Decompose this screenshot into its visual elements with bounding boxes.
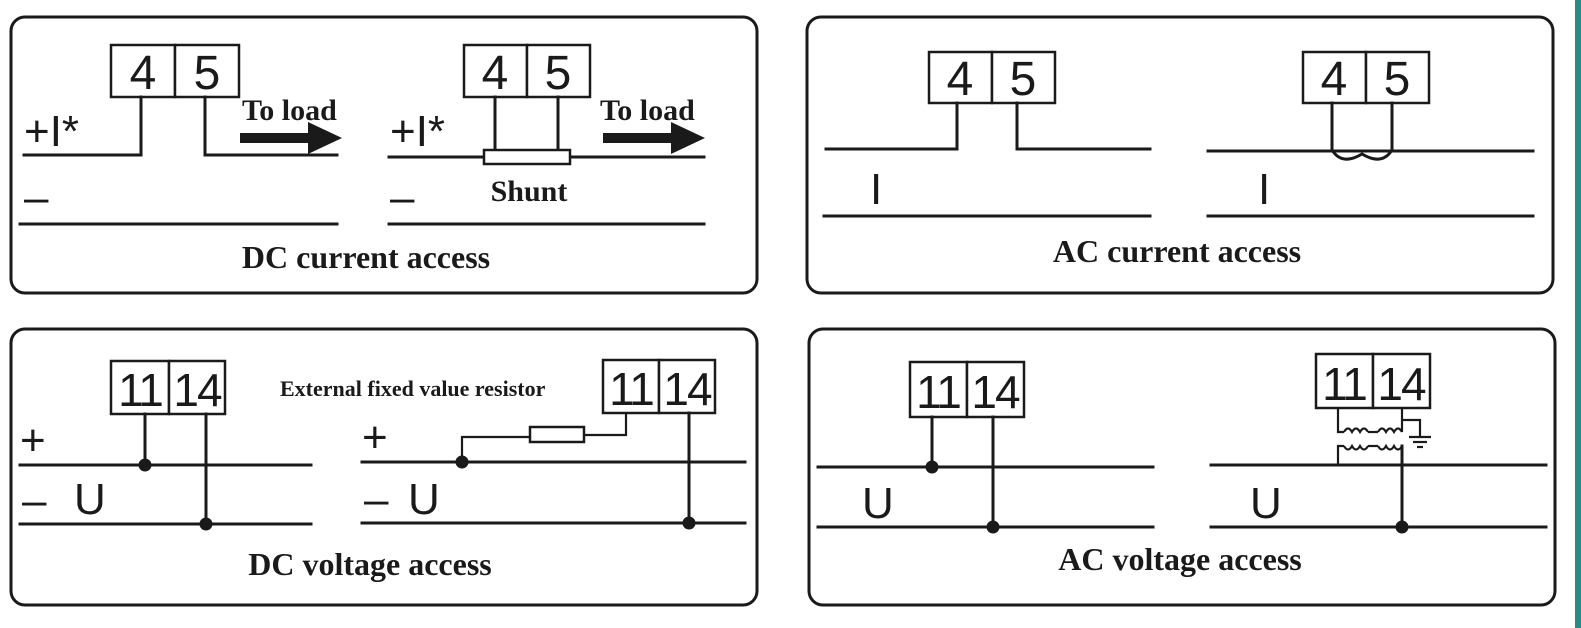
terminal-14-label: 14 [971,366,1020,418]
external-resistor [528,425,586,444]
terminal-box-11 [109,359,171,416]
wire-resistor-out [584,413,628,437]
terminal-4-label: 4 [130,47,157,100]
terminal-11-label: 11 [1322,358,1366,410]
voltage-label: U [74,475,106,524]
to-load-label: To load [600,94,695,127]
dc-voltage-resistor: 11 14 + – U External fixed value resisto… [280,358,747,530]
to-load-label: To load [242,94,337,127]
junction-dot [986,520,1000,534]
current-label: I [870,165,882,214]
caption-dc-current: DC current access [242,239,490,275]
dc-voltage-direct: 11 14 + – U [18,359,313,531]
junction-dot [138,458,152,472]
ac-current-ct: 4 5 I [1206,50,1535,218]
current-transformer-loop [1330,101,1394,161]
panel-dc-current-frame [9,15,759,295]
panel-dc-voltage: 11 14 + – U 11 14 + – U [9,327,759,607]
resistor-label: External fixed value resistor [280,376,546,401]
terminal-4-label: 4 [482,47,509,100]
caption-ac-voltage: AC voltage access [1058,541,1301,577]
panel-ac-current: 4 5 I 4 5 I AC current access [805,15,1555,295]
junction-dot [925,460,939,474]
wire-line-out [1015,101,1152,151]
terminal-box-4 [109,43,177,99]
minus-label: – [24,173,49,222]
caption-ac-current: AC current access [1053,233,1301,269]
panel-ac-voltage: 11 14 U 11 14 [807,327,1557,607]
terminal-14-label: 14 [1377,358,1426,410]
terminal-11-label: 11 [118,364,162,416]
shunt-label: Shunt [491,175,568,208]
junction-dot [682,516,696,530]
plus-current-label: +I* [390,107,445,156]
terminal-box-14 [167,359,227,416]
terminal-4-label: 4 [1321,53,1348,106]
voltage-label: U [862,479,894,528]
terminal-box-4 [927,50,994,105]
terminal-14-label: 14 [663,363,712,415]
pt-primary-coil [1343,443,1369,451]
ac-current-direct: 4 5 I [822,50,1152,218]
pt-secondary-coil [1343,427,1369,435]
plus-label: + [20,416,46,465]
pt-ground-wire [1402,418,1422,436]
pt-primary-left [1336,444,1344,465]
terminal-box-5 [173,43,241,99]
junction-dot [1395,520,1409,534]
ac-voltage-direct: 11 14 U [816,360,1155,534]
terminal-14-label: 14 [173,364,222,416]
terminal-11-label: 11 [609,363,653,415]
terminal-box-11 [601,358,661,415]
voltage-label: U [408,475,440,524]
panel-dc-voltage-frame [9,327,759,607]
pt-secondary-left [1336,408,1344,434]
plus-label: + [362,413,388,462]
dc-current-shunt: 4 5 +I* – Shunt To load [387,43,706,226]
terminal-box-11 [1314,352,1375,410]
panel-dc-current: 4 5 +I* – To load 4 5 +I* – Shunt To loa [9,15,759,295]
caption-dc-voltage: DC voltage access [248,546,491,582]
junction-dot [199,517,213,531]
wire-plus-in [22,95,143,157]
terminal-box-14 [657,358,717,415]
shunt-resistor [482,148,572,166]
wire-plus-out [203,95,339,157]
terminal-5-label: 5 [194,47,221,100]
voltage-label: U [1250,479,1282,528]
dc-current-direct: 4 5 +I* – To load [18,43,342,226]
pt-secondary-coil [1377,427,1403,435]
junction-dot [455,455,469,469]
terminal-5-label: 5 [545,47,572,100]
minus-label: – [364,475,389,524]
terminal-box-14 [965,360,1026,419]
terminal-box-5 [1364,50,1431,105]
ac-voltage-pt: 11 14 U [1209,352,1548,534]
minus-label: – [22,476,47,525]
panel-ac-voltage-frame [807,327,1557,607]
current-label: I [1258,165,1270,214]
minus-label: – [390,173,415,222]
terminal-4-label: 4 [947,53,974,106]
wire-line-in [824,101,959,151]
voltage-transformer [1336,408,1431,529]
terminal-box-5 [990,50,1057,105]
pt-primary-coil [1377,443,1403,451]
terminal-5-label: 5 [1010,53,1037,106]
panel-ac-current-frame [805,15,1555,295]
edge-accent-strip [1575,0,1581,628]
terminal-11-label: 11 [916,366,960,418]
plus-current-label: +I* [24,107,79,156]
terminal-box-11 [908,360,969,419]
wire-resistor-in [460,435,530,462]
terminal-5-label: 5 [1384,53,1411,106]
